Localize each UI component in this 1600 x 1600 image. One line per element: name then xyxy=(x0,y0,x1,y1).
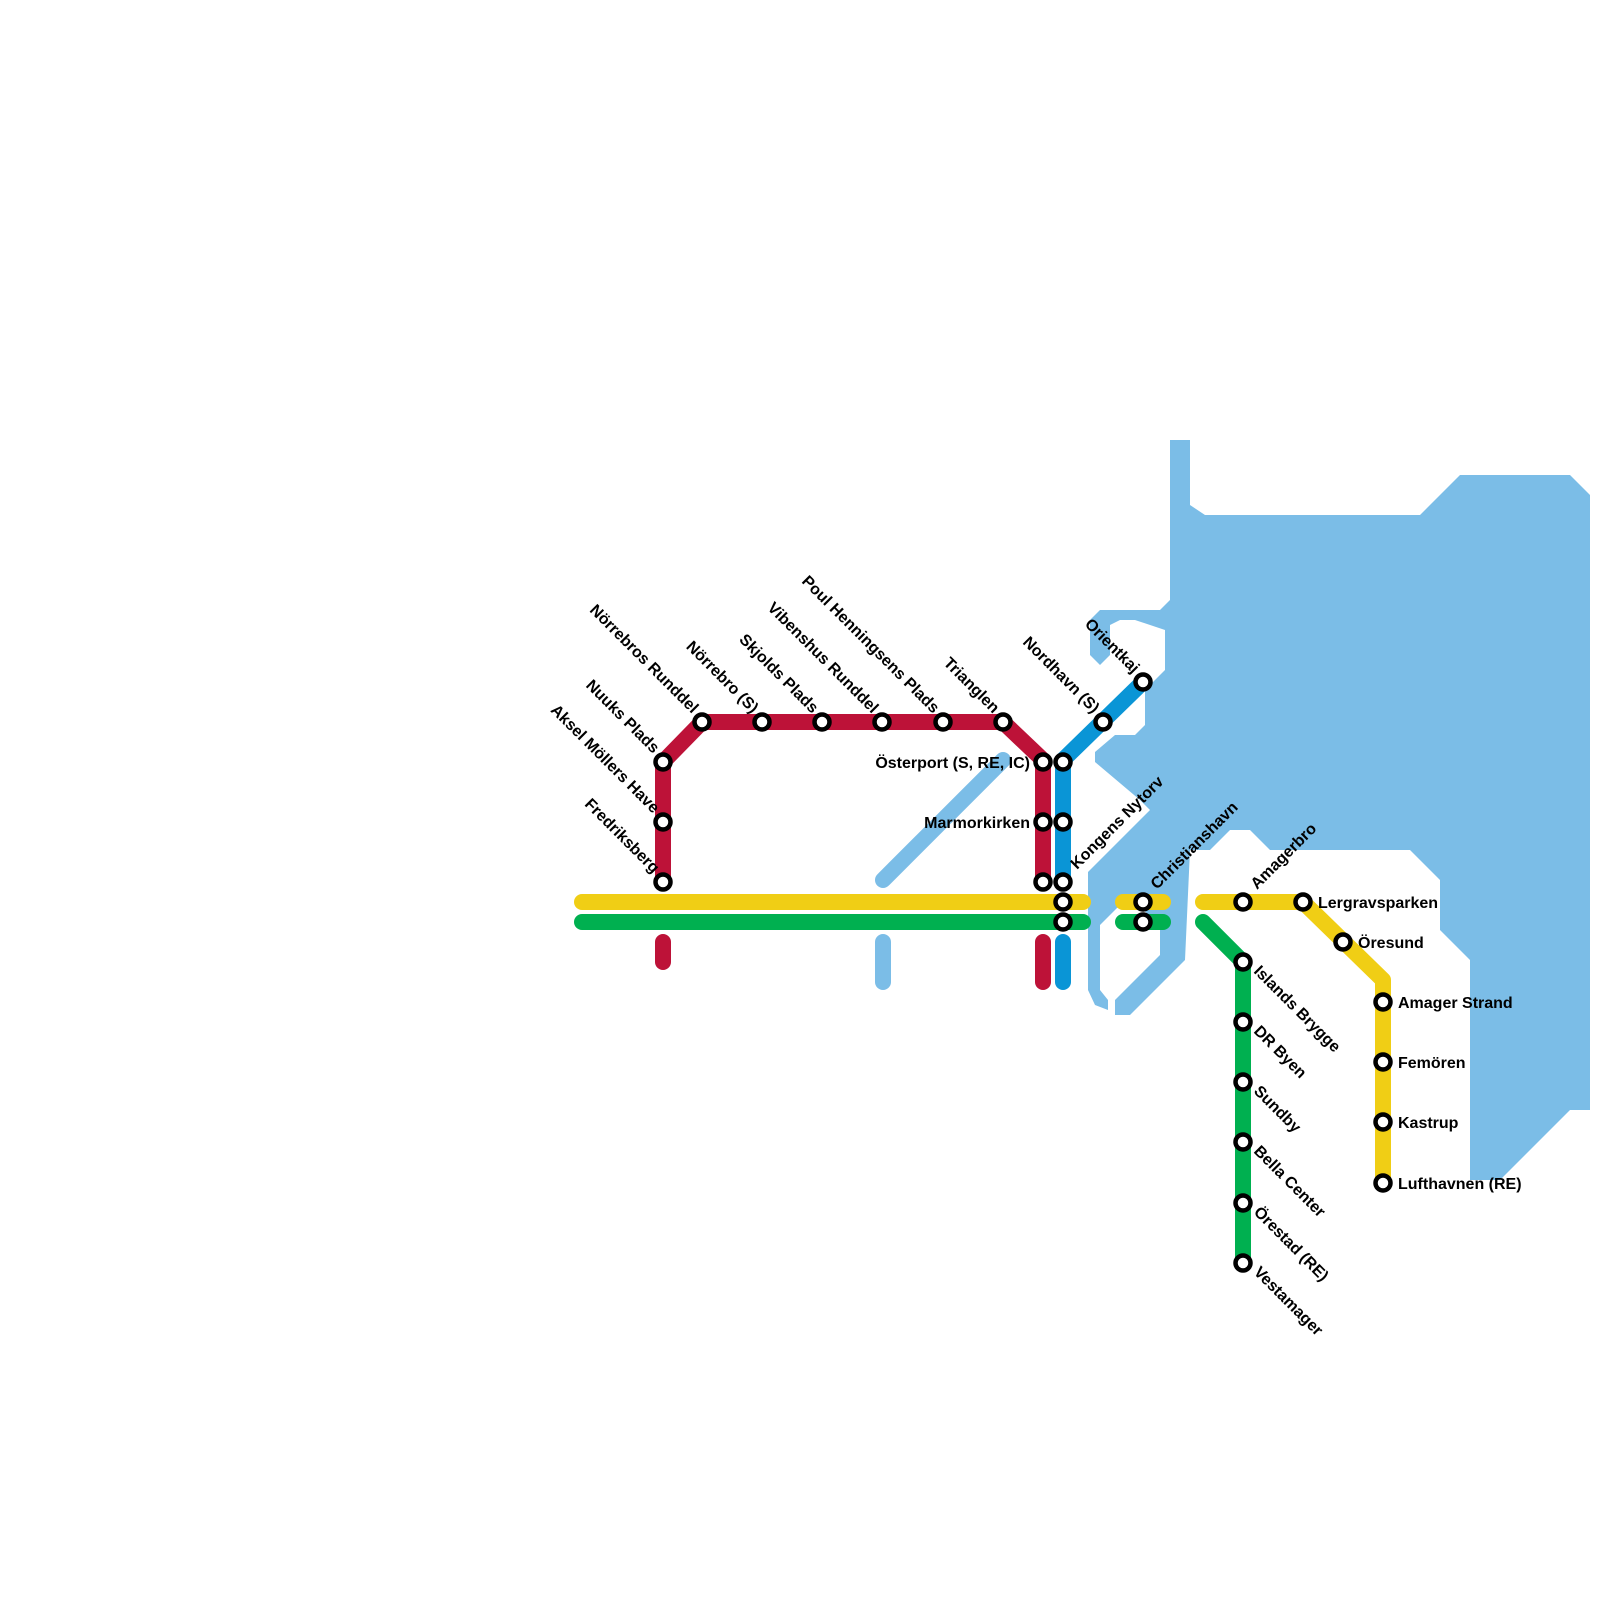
canal-diagonal xyxy=(875,752,1011,888)
station-lufthavnen-re[interactable]: Lufthavnen (RE) xyxy=(1373,1173,1522,1194)
station-marker-icon[interactable] xyxy=(993,712,1013,732)
station-marker-icon[interactable] xyxy=(1133,892,1153,912)
station-marker-icon[interactable] xyxy=(1233,1253,1253,1273)
station-marker-icon[interactable] xyxy=(653,872,673,892)
station-marker-icon[interactable] xyxy=(1373,992,1393,1012)
station-marker-icon[interactable] xyxy=(653,752,673,772)
station-marker-icon[interactable] xyxy=(933,712,953,732)
station-label: Femören xyxy=(1398,1055,1466,1072)
station-lergravsparken[interactable]: Lergravsparken xyxy=(1293,892,1439,913)
station-marker-icon[interactable] xyxy=(1053,812,1073,832)
station-marker-icon[interactable] xyxy=(1133,672,1153,692)
station-label: Lergravsparken xyxy=(1318,895,1438,912)
station-femoren[interactable]: Femören xyxy=(1373,1052,1466,1073)
line-m1-amager[interactable] xyxy=(1195,914,1251,1271)
station-marker-icon[interactable] xyxy=(1373,1052,1393,1072)
station-label: Nordhavn (S) xyxy=(1019,634,1102,717)
station-kastrup[interactable]: Kastrup xyxy=(1373,1112,1459,1133)
station-oresund[interactable]: Öresund xyxy=(1333,932,1424,952)
station-label: Österport (S, RE, IC) xyxy=(875,753,1030,772)
station-marker-icon[interactable] xyxy=(752,712,772,732)
station-osterport-s-re-ic[interactable]: Österport (S, RE, IC) xyxy=(875,752,1073,772)
station-label: Öresund xyxy=(1358,933,1424,952)
station-marker-icon[interactable] xyxy=(1053,912,1073,932)
station-marker-icon[interactable] xyxy=(1233,1132,1253,1152)
station-label: Kastrup xyxy=(1398,1115,1459,1132)
station-marker-icon[interactable] xyxy=(1333,932,1353,952)
station-marker-icon[interactable] xyxy=(872,712,892,732)
water-body xyxy=(875,440,1590,1180)
station-label: Vibenshus Runddel xyxy=(764,599,881,716)
station-amager-strand[interactable]: Amager Strand xyxy=(1373,992,1513,1013)
station-marker-icon[interactable] xyxy=(1293,892,1313,912)
station-marker-icon[interactable] xyxy=(1053,872,1073,892)
station-islands-brygge[interactable]: Islands Brygge xyxy=(1233,952,1344,1057)
station-marker-icon[interactable] xyxy=(1033,812,1053,832)
station-marker-icon[interactable] xyxy=(1233,1072,1253,1092)
station-marker-icon[interactable] xyxy=(1033,872,1053,892)
station-marker-icon[interactable] xyxy=(1033,752,1053,772)
station-marmorkirken[interactable]: Marmorkirken xyxy=(924,812,1073,833)
station-label: Aksel Möllers Have xyxy=(547,702,662,817)
station-marker-icon[interactable] xyxy=(1373,1173,1393,1193)
station-marker-icon[interactable] xyxy=(653,812,673,832)
station-label: Marmorkirken xyxy=(924,815,1030,832)
station-label: DR Byen xyxy=(1250,1023,1309,1082)
line-m3[interactable] xyxy=(655,714,1051,890)
station-label: Lufthavnen (RE) xyxy=(1398,1176,1522,1193)
station-vibenshus-runddel[interactable]: Vibenshus Runddel xyxy=(764,599,892,732)
station-marker-icon[interactable] xyxy=(692,712,712,732)
station-label: Trianglen xyxy=(940,655,1002,717)
station-marker-icon[interactable] xyxy=(1233,952,1253,972)
station-marker-icon[interactable] xyxy=(1373,1112,1393,1132)
station-marker-icon[interactable] xyxy=(1053,892,1073,912)
station-marker-icon[interactable] xyxy=(1093,712,1113,732)
station-marker-icon[interactable] xyxy=(1133,912,1153,932)
station-marker-icon[interactable] xyxy=(1233,1193,1253,1213)
station-marker-icon[interactable] xyxy=(1233,892,1253,912)
station-marker-icon[interactable] xyxy=(1053,752,1073,772)
harbour-water xyxy=(1088,440,1590,1180)
station-label: Amager Strand xyxy=(1398,995,1513,1012)
station-label: Sundby xyxy=(1250,1083,1304,1137)
station-marker-icon[interactable] xyxy=(1233,1012,1253,1032)
station-marker-icon[interactable] xyxy=(812,712,832,732)
